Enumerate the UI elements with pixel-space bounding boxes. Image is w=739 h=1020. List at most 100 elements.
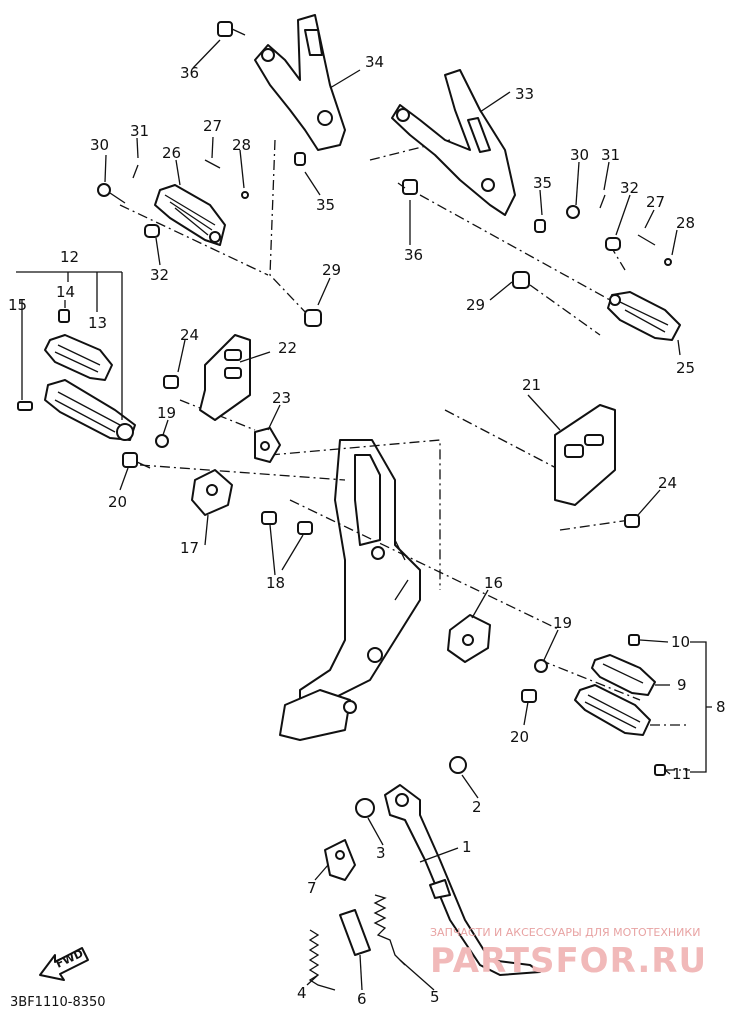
part-14-bolt [58, 309, 70, 323]
callout-27-right: 27 [646, 193, 665, 211]
callout-5: 5 [430, 988, 440, 1006]
part-27-spring-right [637, 234, 656, 246]
part-6-spacer [339, 909, 371, 956]
callout-17: 17 [180, 539, 199, 557]
callout-23: 23 [272, 389, 291, 407]
callout-8: 8 [716, 698, 726, 716]
part-28-ball-right [664, 258, 672, 266]
part-19-washer-right [534, 659, 548, 673]
part-2-bolt [449, 756, 467, 774]
callout-29-left: 29 [322, 261, 341, 279]
part-35-pin-right [534, 219, 546, 233]
part-10-bolt [628, 634, 640, 646]
callout-30-left: 30 [90, 136, 109, 154]
callout-33: 33 [515, 85, 534, 103]
callout-34: 34 [365, 53, 384, 71]
frame-section [279, 439, 421, 741]
part-16-footpeg-bracket [447, 614, 491, 663]
callout-36-top: 36 [180, 64, 199, 82]
part-21-heel-plate [554, 404, 616, 506]
diagram-code: 3BF1110-8350 [10, 995, 106, 1010]
part-19-washer-left [155, 434, 169, 448]
watermark-logo: PARTSFOR.RU [430, 941, 707, 981]
part-36-bolt-right [397, 179, 418, 195]
part-5-spring [373, 894, 406, 966]
callout-18: 18 [266, 574, 285, 592]
part-13-footpeg-rubber [44, 334, 113, 381]
callout-35-right: 35 [533, 174, 552, 192]
part-20-bolt-left [122, 452, 151, 469]
part-28-ball-left [241, 191, 249, 199]
callout-24-right: 24 [658, 474, 677, 492]
part-24-screw-right [624, 514, 640, 528]
callout-12: 12 [60, 248, 79, 266]
callout-14: 14 [56, 283, 75, 301]
callout-36-right: 36 [404, 246, 423, 264]
callout-31-right: 31 [601, 146, 620, 164]
callout-20-left: 20 [108, 493, 127, 511]
callout-32-right: 32 [620, 179, 639, 197]
part-9-footpeg-rubber [591, 654, 656, 696]
part-31-clip-right [599, 194, 606, 209]
part-12-footpeg [44, 379, 136, 441]
callout-25: 25 [676, 359, 695, 377]
callout-3: 3 [376, 844, 386, 862]
callout-28-left: 28 [232, 136, 251, 154]
callout-31-left: 31 [130, 122, 149, 140]
watermark-tagline: ЗАПЧАСТИ И АКСЕССУАРЫ ДЛЯ МОТОТЕХНИКИ [430, 926, 700, 939]
part-30-pin-right [566, 205, 580, 219]
part-23-bracket [254, 427, 281, 463]
part-32-washer-left [144, 224, 160, 238]
callout-1: 1 [462, 838, 472, 856]
part-4-spring [308, 929, 336, 991]
part-15-pin [17, 401, 33, 411]
callout-24-left: 24 [180, 326, 199, 344]
callout-6: 6 [357, 990, 367, 1008]
callout-leaders [16, 39, 712, 991]
callout-2: 2 [472, 798, 482, 816]
part-17-footpeg-bracket [191, 469, 233, 516]
callout-22: 22 [278, 339, 297, 357]
part-18-bolts [261, 511, 313, 535]
callout-10: 10 [671, 633, 690, 651]
fwd-arrow-icon: FWD [39, 947, 89, 981]
callout-numbers: 36 34 33 35 35 36 30 31 26 27 28 32 29 3… [8, 53, 726, 1008]
callout-7: 7 [307, 879, 317, 897]
callout-20-right: 20 [510, 728, 529, 746]
callout-19-right: 19 [553, 614, 572, 632]
callout-29-right: 29 [466, 296, 485, 314]
part-34-footrest-bracket [254, 14, 346, 151]
callout-32-left: 32 [150, 266, 169, 284]
callout-28-right: 28 [676, 214, 695, 232]
part-31-clip-left [132, 164, 139, 179]
part-27-spring-left [204, 159, 221, 169]
part-25-rear-footpeg [607, 291, 681, 341]
part-32-washer-right [605, 237, 621, 251]
part-29-damper-left [304, 309, 322, 327]
callout-21: 21 [522, 376, 541, 394]
part-35-pin-top [294, 152, 306, 166]
callout-9: 9 [677, 676, 687, 694]
part-8-footpeg [574, 684, 651, 736]
callout-16: 16 [484, 574, 503, 592]
callout-26: 26 [162, 144, 181, 162]
part-1-sidestand [384, 784, 541, 976]
callout-19-left: 19 [157, 404, 176, 422]
part-22-heel-plate [199, 334, 251, 421]
callout-4: 4 [297, 984, 307, 1002]
part-33-footrest-bracket [391, 69, 516, 216]
part-30-pin-left [97, 183, 126, 204]
part-26-rear-footpeg [154, 184, 226, 246]
part-11-pin [654, 764, 666, 776]
callout-35-top: 35 [316, 196, 335, 214]
part-20-bolt-right [521, 689, 537, 703]
callout-30-right: 30 [570, 146, 589, 164]
part-3-nut [355, 798, 375, 818]
part-36-bolt-top [217, 21, 246, 37]
part-29-damper-right [512, 271, 530, 289]
callout-15: 15 [8, 296, 27, 314]
callout-27-left: 27 [203, 117, 222, 135]
part-7-plate [324, 839, 356, 881]
part-24-screw-left [163, 375, 179, 389]
